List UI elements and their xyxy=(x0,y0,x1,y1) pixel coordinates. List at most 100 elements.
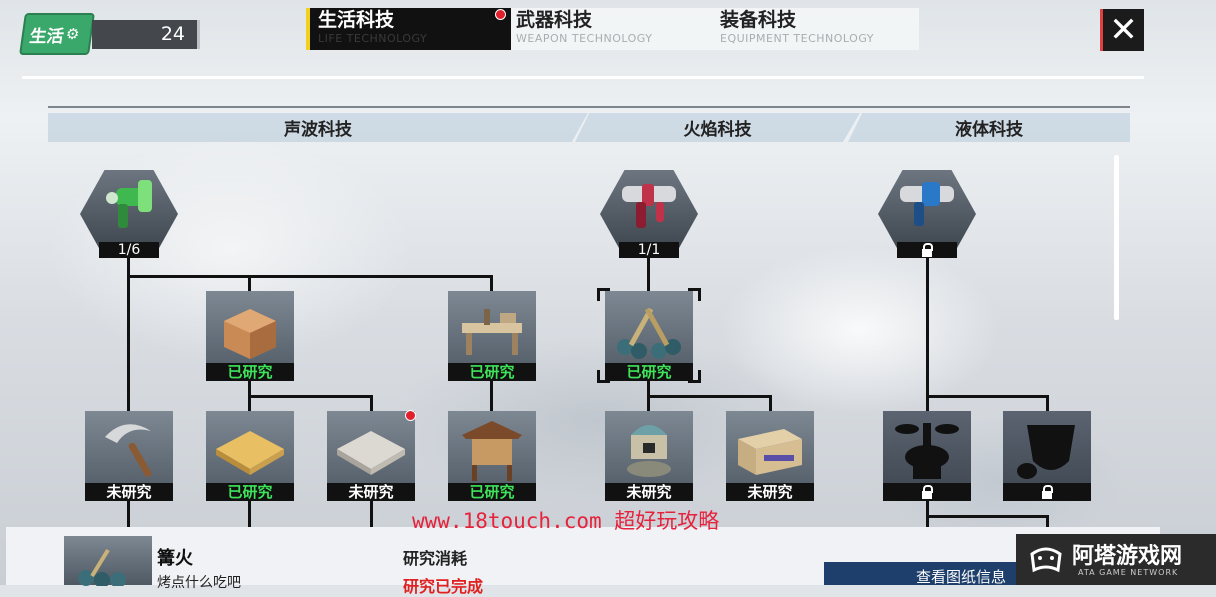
detail-item-image xyxy=(64,536,152,586)
root-node-flame-gun[interactable]: 1/1 xyxy=(600,170,698,258)
tree-connector xyxy=(490,378,493,413)
scrollbar[interactable] xyxy=(1114,155,1119,320)
view-blueprint-button[interactable]: 查看图纸信息 xyxy=(824,562,1024,586)
bonfire-icon xyxy=(617,307,681,359)
tree-connector xyxy=(926,499,929,527)
research-status: 未研究 xyxy=(327,483,415,501)
root-lock xyxy=(897,242,957,258)
lock-icon xyxy=(922,243,933,257)
tab-equipment-technology[interactable]: 装备科技 EQUIPMENT TECHNOLOGY xyxy=(715,8,919,50)
tech-tile-wood-block[interactable]: 已研究 xyxy=(206,291,294,381)
root-node-sonic-gun[interactable]: 1/6 xyxy=(80,170,178,258)
lock-bar xyxy=(1003,483,1091,501)
logo-subtitle: ATA GAME NETWORK xyxy=(1078,568,1179,577)
locked-silhouette-icon xyxy=(895,423,959,479)
sonic-gun-icon xyxy=(106,180,152,228)
selection-corner xyxy=(597,370,610,383)
research-status: 未研究 xyxy=(726,483,814,501)
liquid-gun-icon xyxy=(900,182,954,226)
sickle-icon xyxy=(105,424,152,477)
tree-connector xyxy=(127,499,130,527)
stone-floor-icon xyxy=(337,431,405,475)
tree-connector xyxy=(647,258,650,293)
close-icon: ✕ xyxy=(1109,10,1138,50)
category-sonic-tech: 声波科技 xyxy=(48,113,588,142)
research-status: 已研究 xyxy=(206,363,294,381)
tech-tile-locked-2[interactable] xyxy=(1003,411,1091,501)
tech-tile-stove[interactable]: 未研究 xyxy=(605,411,693,501)
notice-board-icon xyxy=(462,421,522,481)
badge-label: 生活 xyxy=(28,26,66,47)
tech-tile-chest[interactable]: 未研究 xyxy=(726,411,814,501)
chest-icon xyxy=(738,429,802,475)
tree-connector xyxy=(1046,515,1049,527)
tech-tile-locked-1[interactable] xyxy=(883,411,971,501)
selection-corner xyxy=(597,288,610,301)
tree-connector xyxy=(647,395,771,398)
tree-connector xyxy=(127,258,130,413)
tree-connector xyxy=(248,275,251,293)
tree-connector xyxy=(248,499,251,527)
tree-connector xyxy=(926,258,929,413)
selection-corner xyxy=(688,370,701,383)
tree-connector xyxy=(370,395,373,413)
lock-icon xyxy=(1042,485,1053,499)
tech-tile-bonfire[interactable]: 已研究 xyxy=(605,291,693,381)
gamepad-icon xyxy=(1030,547,1062,573)
tree-connector xyxy=(248,395,372,398)
tab-sublabel: EQUIPMENT TECHNOLOGY xyxy=(720,32,875,45)
root-progress: 1/1 xyxy=(619,242,679,258)
research-status: 未研究 xyxy=(605,483,693,501)
logo-title: 阿塔游戏网 xyxy=(1072,544,1183,569)
ata-logo: 阿塔游戏网 ATA GAME NETWORK xyxy=(1016,534,1216,585)
tab-label: 生活科技 xyxy=(318,9,395,31)
tech-point-count: 24 xyxy=(92,20,200,49)
tab-weapon-technology[interactable]: 武器科技 WEAPON TECHNOLOGY xyxy=(511,8,715,50)
research-cost-label: 研究消耗 xyxy=(403,549,468,568)
tree-connector xyxy=(926,515,1049,518)
research-status: 已研究 xyxy=(605,363,693,381)
detail-description: 烤点什么吃吧 xyxy=(157,575,241,591)
research-status-text: 研究已完成 xyxy=(403,577,484,596)
tree-connector xyxy=(769,395,772,413)
workbench-icon xyxy=(462,309,522,355)
tab-label: 装备科技 xyxy=(720,9,797,31)
divider xyxy=(22,76,1144,79)
tree-connector xyxy=(127,275,492,278)
tree-connector xyxy=(490,275,493,293)
flame-gun-icon xyxy=(622,184,676,228)
tech-tile-sickle[interactable]: 未研究 xyxy=(85,411,173,501)
tree-connector xyxy=(1046,395,1049,413)
notification-dot xyxy=(495,9,506,20)
tab-sublabel: LIFE TECHNOLOGY xyxy=(318,32,428,45)
category-badge: 生活⚙ xyxy=(19,13,95,55)
gear-icon: ⚙ xyxy=(64,25,81,43)
root-node-liquid-gun[interactable] xyxy=(878,170,976,258)
tech-tile-notice-board[interactable]: 已研究 xyxy=(448,411,536,501)
research-status: 未研究 xyxy=(85,483,173,501)
tech-tile-workbench[interactable]: 已研究 xyxy=(448,291,536,381)
bonfire-icon xyxy=(78,548,126,586)
wood-floor-icon xyxy=(216,431,284,475)
tree-connector xyxy=(926,395,1049,398)
detail-title: 篝火 xyxy=(157,548,193,569)
locked-silhouette-icon xyxy=(1017,425,1075,479)
lock-icon xyxy=(922,485,933,499)
wood-block-icon xyxy=(224,309,276,359)
research-status: 已研究 xyxy=(206,483,294,501)
research-status: 已研究 xyxy=(448,363,536,381)
selection-corner xyxy=(688,288,701,301)
root-progress: 1/6 xyxy=(99,242,159,258)
close-button[interactable]: ✕ xyxy=(1100,9,1144,51)
tech-tile-wood-floor[interactable]: 已研究 xyxy=(206,411,294,501)
notification-dot xyxy=(405,410,416,421)
tree-connector xyxy=(370,499,373,527)
category-liquid-tech: 液体科技 xyxy=(848,113,1130,142)
divider xyxy=(48,106,1130,108)
research-status: 已研究 xyxy=(448,483,536,501)
tab-life-technology[interactable]: 生活科技 LIFE TECHNOLOGY xyxy=(306,8,511,50)
stove-icon xyxy=(627,425,671,477)
tech-tile-stone-floor[interactable]: 未研究 xyxy=(327,411,415,501)
tab-label: 武器科技 xyxy=(516,9,593,31)
tab-sublabel: WEAPON TECHNOLOGY xyxy=(516,32,653,45)
